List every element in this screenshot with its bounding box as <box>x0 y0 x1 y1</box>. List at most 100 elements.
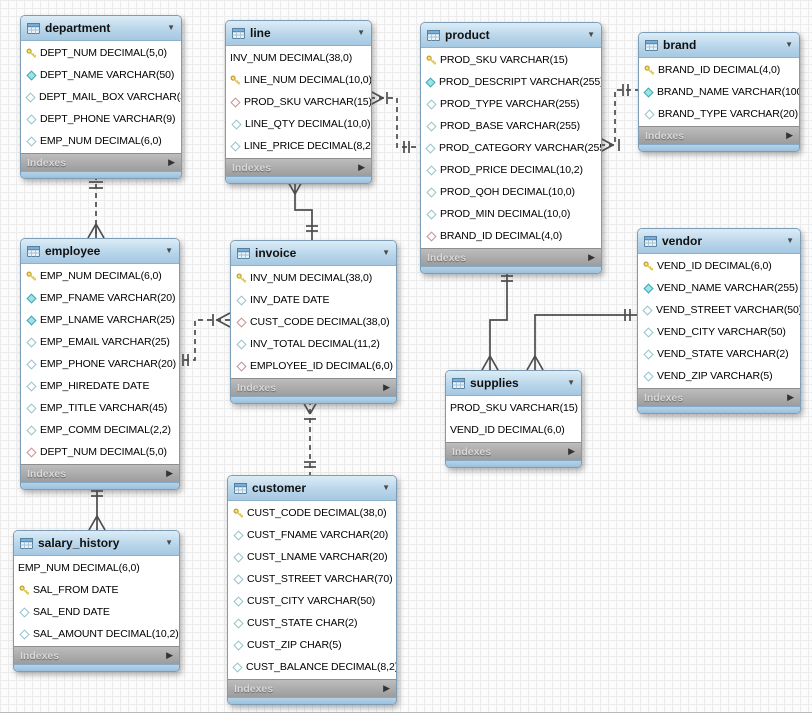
table-header[interactable]: brand▼ <box>639 33 799 58</box>
expand-arrow-icon[interactable]: ▶ <box>358 162 365 172</box>
indexes-section[interactable]: Indexes▶ <box>228 679 396 697</box>
relationship-employee-invoice[interactable] <box>178 312 231 366</box>
column-row[interactable]: INV_NUM DECIMAL(38,0) <box>231 267 396 289</box>
column-row[interactable]: CUST_BALANCE DECIMAL(8,2) <box>228 656 396 678</box>
column-row[interactable]: PROD_SKU VARCHAR(15) <box>226 91 371 113</box>
indexes-section[interactable]: Indexes▶ <box>21 464 179 482</box>
table-customer[interactable]: customer▼CUST_CODE DECIMAL(38,0)CUST_FNA… <box>227 475 397 705</box>
relationship-customer-invoice[interactable] <box>301 399 319 475</box>
column-row[interactable]: VEND_ZIP VARCHAR(5) <box>638 365 800 387</box>
expand-arrow-icon[interactable]: ▶ <box>166 650 173 660</box>
table-line[interactable]: line▼INV_NUM DECIMAL(38,0)LINE_NUM DECIM… <box>225 20 372 184</box>
collapse-arrow-icon[interactable]: ▼ <box>382 248 390 257</box>
table-invoice[interactable]: invoice▼INV_NUM DECIMAL(38,0)INV_DATE DA… <box>230 240 397 404</box>
expand-arrow-icon[interactable]: ▶ <box>168 157 175 167</box>
indexes-section[interactable]: Indexes▶ <box>14 646 179 664</box>
column-row[interactable]: LINE_PRICE DECIMAL(8,2) <box>226 135 371 157</box>
expand-arrow-icon[interactable]: ▶ <box>786 130 793 140</box>
indexes-section[interactable]: Indexes▶ <box>639 126 799 144</box>
column-row[interactable]: CUST_STREET VARCHAR(70) <box>228 568 396 590</box>
relationship-invoice-line[interactable] <box>286 179 318 240</box>
collapse-arrow-icon[interactable]: ▼ <box>165 538 173 547</box>
collapse-arrow-icon[interactable]: ▼ <box>167 23 175 32</box>
relationship-product-supplies[interactable] <box>481 270 513 371</box>
column-row[interactable]: VEND_STATE VARCHAR(2) <box>638 343 800 365</box>
column-row[interactable]: EMP_HIREDATE DATE <box>21 375 179 397</box>
column-row[interactable]: PROD_QOH DECIMAL(10,0) <box>421 181 601 203</box>
column-row[interactable]: VEND_NAME VARCHAR(255) <box>638 277 800 299</box>
indexes-section[interactable]: Indexes▶ <box>231 378 396 396</box>
table-header[interactable]: department▼ <box>21 16 181 41</box>
relationship-employee-salary_history[interactable] <box>88 486 106 531</box>
table-employee[interactable]: employee▼EMP_NUM DECIMAL(6,0)EMP_FNAME V… <box>20 238 180 490</box>
table-header[interactable]: product▼ <box>421 23 601 48</box>
indexes-section[interactable]: Indexes▶ <box>226 158 371 176</box>
column-row[interactable]: BRAND_NAME VARCHAR(100) <box>639 81 799 103</box>
column-row[interactable]: EMPLOYEE_ID DECIMAL(6,0) <box>231 355 396 377</box>
collapse-arrow-icon[interactable]: ▼ <box>382 483 390 492</box>
relationship-product-line[interactable] <box>369 90 420 153</box>
column-row[interactable]: LINE_NUM DECIMAL(10,0) <box>226 69 371 91</box>
table-header[interactable]: line▼ <box>226 21 371 46</box>
column-row[interactable]: EMP_TITLE VARCHAR(45) <box>21 397 179 419</box>
column-row[interactable]: INV_NUM DECIMAL(38,0) <box>226 47 371 69</box>
expand-arrow-icon[interactable]: ▶ <box>383 382 390 392</box>
column-row[interactable]: EMP_LNAME VARCHAR(25) <box>21 309 179 331</box>
column-row[interactable]: CUST_FNAME VARCHAR(20) <box>228 524 396 546</box>
column-row[interactable]: LINE_QTY DECIMAL(10,0) <box>226 113 371 135</box>
column-row[interactable]: PROD_CATEGORY VARCHAR(255) <box>421 137 601 159</box>
column-row[interactable]: INV_TOTAL DECIMAL(11,2) <box>231 333 396 355</box>
table-header[interactable]: invoice▼ <box>231 241 396 266</box>
table-header[interactable]: supplies▼ <box>446 371 581 396</box>
column-row[interactable]: BRAND_ID DECIMAL(4,0) <box>639 59 799 81</box>
column-row[interactable]: VEND_CITY VARCHAR(50) <box>638 321 800 343</box>
expand-arrow-icon[interactable]: ▶ <box>383 683 390 693</box>
column-row[interactable]: PROD_TYPE VARCHAR(255) <box>421 93 601 115</box>
column-row[interactable]: PROD_PRICE DECIMAL(10,2) <box>421 159 601 181</box>
table-department[interactable]: department▼DEPT_NUM DECIMAL(5,0)DEPT_NAM… <box>20 15 182 179</box>
collapse-arrow-icon[interactable]: ▼ <box>587 30 595 39</box>
column-row[interactable]: BRAND_TYPE VARCHAR(20) <box>639 103 799 125</box>
column-row[interactable]: DEPT_NUM DECIMAL(5,0) <box>21 441 179 463</box>
column-row[interactable]: DEPT_NAME VARCHAR(50) <box>21 64 181 86</box>
column-row[interactable]: EMP_FNAME VARCHAR(20) <box>21 287 179 309</box>
collapse-arrow-icon[interactable]: ▼ <box>785 40 793 49</box>
column-row[interactable]: INV_DATE DATE <box>231 289 396 311</box>
relationship-brand-product[interactable] <box>599 84 638 153</box>
column-row[interactable]: EMP_NUM DECIMAL(6,0) <box>21 130 181 152</box>
column-row[interactable]: VEND_STREET VARCHAR(50) <box>638 299 800 321</box>
table-header[interactable]: salary_history▼ <box>14 531 179 556</box>
column-row[interactable]: EMP_COMM DECIMAL(2,2) <box>21 419 179 441</box>
expand-arrow-icon[interactable]: ▶ <box>166 468 173 478</box>
indexes-section[interactable]: Indexes▶ <box>638 388 800 406</box>
column-row[interactable]: PROD_SKU VARCHAR(15) <box>421 49 601 71</box>
expand-arrow-icon[interactable]: ▶ <box>787 392 794 402</box>
collapse-arrow-icon[interactable]: ▼ <box>357 28 365 37</box>
column-row[interactable]: PROD_DESCRIPT VARCHAR(255) <box>421 71 601 93</box>
column-row[interactable]: VEND_ID DECIMAL(6,0) <box>638 255 800 277</box>
table-product[interactable]: product▼PROD_SKU VARCHAR(15)PROD_DESCRIP… <box>420 22 602 274</box>
indexes-section[interactable]: Indexes▶ <box>21 153 181 171</box>
column-row[interactable]: EMP_NUM DECIMAL(6,0) <box>21 265 179 287</box>
column-row[interactable]: SAL_FROM DATE <box>14 579 179 601</box>
column-row[interactable]: CUST_CODE DECIMAL(38,0) <box>231 311 396 333</box>
column-row[interactable]: PROD_SKU VARCHAR(15) <box>446 397 581 419</box>
table-salary_history[interactable]: salary_history▼EMP_NUM DECIMAL(6,0)SAL_F… <box>13 530 180 672</box>
column-row[interactable]: PROD_MIN DECIMAL(10,0) <box>421 203 601 225</box>
column-row[interactable]: EMP_EMAIL VARCHAR(25) <box>21 331 179 353</box>
indexes-section[interactable]: Indexes▶ <box>421 248 601 266</box>
table-header[interactable]: customer▼ <box>228 476 396 501</box>
table-supplies[interactable]: supplies▼PROD_SKU VARCHAR(15)VEND_ID DEC… <box>445 370 582 468</box>
column-row[interactable]: CUST_ZIP CHAR(5) <box>228 634 396 656</box>
column-row[interactable]: CUST_LNAME VARCHAR(20) <box>228 546 396 568</box>
table-vendor[interactable]: vendor▼VEND_ID DECIMAL(6,0)VEND_NAME VAR… <box>637 228 801 414</box>
indexes-section[interactable]: Indexes▶ <box>446 442 581 460</box>
column-row[interactable]: DEPT_NUM DECIMAL(5,0) <box>21 42 181 64</box>
column-row[interactable]: CUST_STATE CHAR(2) <box>228 612 396 634</box>
column-row[interactable]: VEND_ID DECIMAL(6,0) <box>446 419 581 441</box>
collapse-arrow-icon[interactable]: ▼ <box>567 378 575 387</box>
table-brand[interactable]: brand▼BRAND_ID DECIMAL(4,0)BRAND_NAME VA… <box>638 32 800 152</box>
table-header[interactable]: vendor▼ <box>638 229 800 254</box>
expand-arrow-icon[interactable]: ▶ <box>588 252 595 262</box>
